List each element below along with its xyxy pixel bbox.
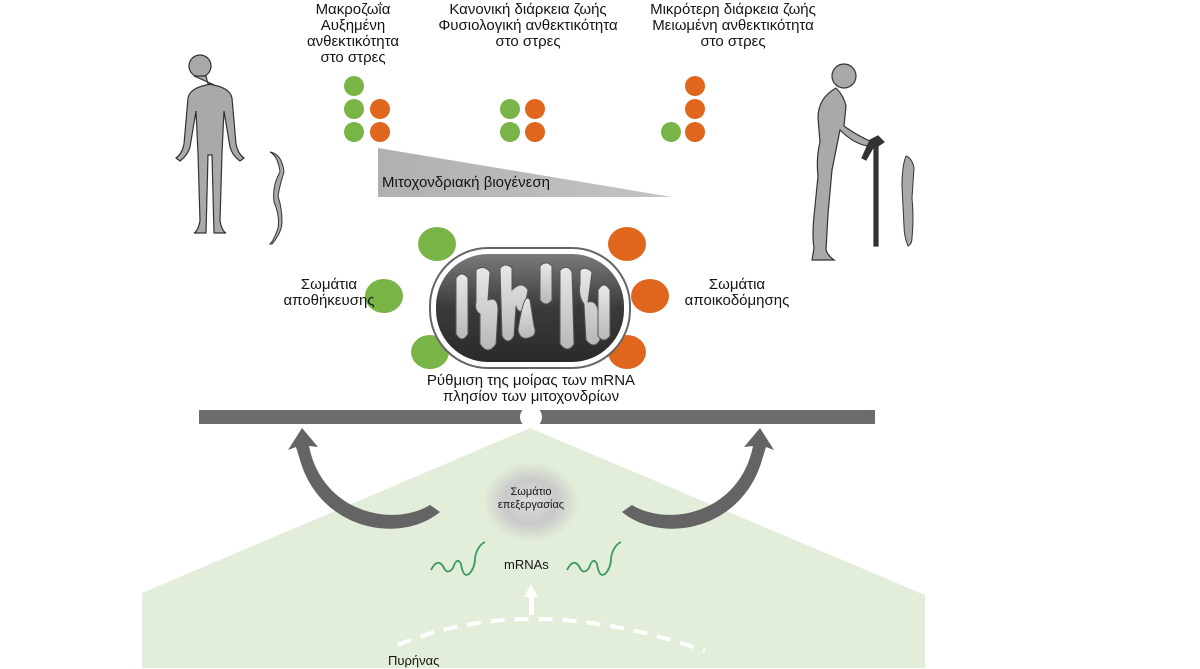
biogenesis-gradient-triangle <box>378 148 672 197</box>
label-line: Σωμάτιο <box>510 486 552 498</box>
green-dot <box>344 76 364 96</box>
green-dot <box>500 99 520 119</box>
nucleus-label: Πυρήνας <box>388 653 440 668</box>
label-line: αποθήκευσης <box>283 292 375 309</box>
dot-group-longevity <box>344 76 390 142</box>
column-label-normal: Κανονική διάρκεια ζωής Φυσιολογική ανθεκ… <box>410 2 646 50</box>
label-line: Μικρότερη διάρκεια ζωής <box>650 1 816 18</box>
nuclear-envelope <box>397 617 706 653</box>
mrna-strands <box>430 541 622 576</box>
degradation-body <box>608 227 646 261</box>
label-line: Σωμάτια <box>300 276 358 293</box>
orange-dot <box>525 122 545 142</box>
mrnas-label: mRNAs <box>504 557 549 572</box>
orange-dot <box>685 122 705 142</box>
label-line: στο στρες <box>700 33 766 50</box>
cytoplasm-region <box>142 428 925 668</box>
label-line: Ρύθμιση της μοίρας των mRNA <box>426 372 636 389</box>
mrna-strand-left <box>430 541 486 576</box>
storage-bodies <box>365 227 456 369</box>
label-line: ανθεκτικότητα <box>306 33 400 50</box>
green-dot <box>344 99 364 119</box>
column-label-short: Μικρότερη διάρκεια ζωής Μειωμένη ανθεκτι… <box>628 2 838 50</box>
transport-arrow-right <box>622 428 774 529</box>
mitochondrion-illustration <box>429 247 631 369</box>
label-line: στο στρες <box>320 49 386 66</box>
dot-group-normal <box>500 99 545 142</box>
green-dot <box>661 122 681 142</box>
degradation-body <box>631 279 669 313</box>
label-line: αποικοδόμησης <box>684 292 790 309</box>
young-human-figure-icon <box>174 54 246 234</box>
green-dot <box>500 122 520 142</box>
label-line: πλησίον των μιτοχονδρίων <box>442 388 620 405</box>
label-line: Σωμάτια <box>708 276 766 293</box>
processing-body-label: Σωμάτιο επεξεργασίας <box>476 486 586 512</box>
label-line: στο στρες <box>495 33 561 50</box>
label-line: επεξεργασίας <box>497 499 565 511</box>
membrane-pore <box>520 406 542 428</box>
storage-body <box>365 279 403 313</box>
mrna-regulation-label: Ρύθμιση της μοίρας των mRNA πλησίον των … <box>400 373 662 405</box>
aged-worm-icon <box>901 155 915 247</box>
dot-group-short <box>661 76 705 142</box>
elderly-human-figure-icon <box>811 63 885 261</box>
green-dot <box>344 122 364 142</box>
label-line: Αυξημένη <box>320 17 386 34</box>
label-line: Μακροζωΐα <box>315 1 391 18</box>
column-label-longevity: Μακροζωΐα Αυξημένη ανθεκτικότητα στο στρ… <box>278 2 428 66</box>
degradation-bodies-label: Σωμάτια αποικοδόμησης <box>672 277 802 309</box>
orange-dot <box>685 99 705 119</box>
mrna-strand-right <box>566 541 622 576</box>
young-worm-icon <box>268 151 285 245</box>
label-line: Μειωμένη ανθεκτικότητα <box>652 17 814 34</box>
walking-cane-icon <box>861 135 885 247</box>
storage-body <box>418 227 456 261</box>
biogenesis-label: Μιτοχονδριακή βιογένεση <box>382 174 550 191</box>
storage-bodies-label: Σωμάτια αποθήκευσης <box>274 277 384 309</box>
orange-dot <box>685 76 705 96</box>
transport-arrow-left <box>288 428 440 529</box>
processing-body <box>483 462 579 542</box>
orange-dot <box>370 122 390 142</box>
label-line: Φυσιολογική ανθεκτικότητα <box>438 17 618 34</box>
orange-dot <box>370 99 390 119</box>
label-line: Κανονική διάρκεια ζωής <box>449 1 607 18</box>
orange-dot <box>525 99 545 119</box>
export-arrow <box>524 584 538 615</box>
